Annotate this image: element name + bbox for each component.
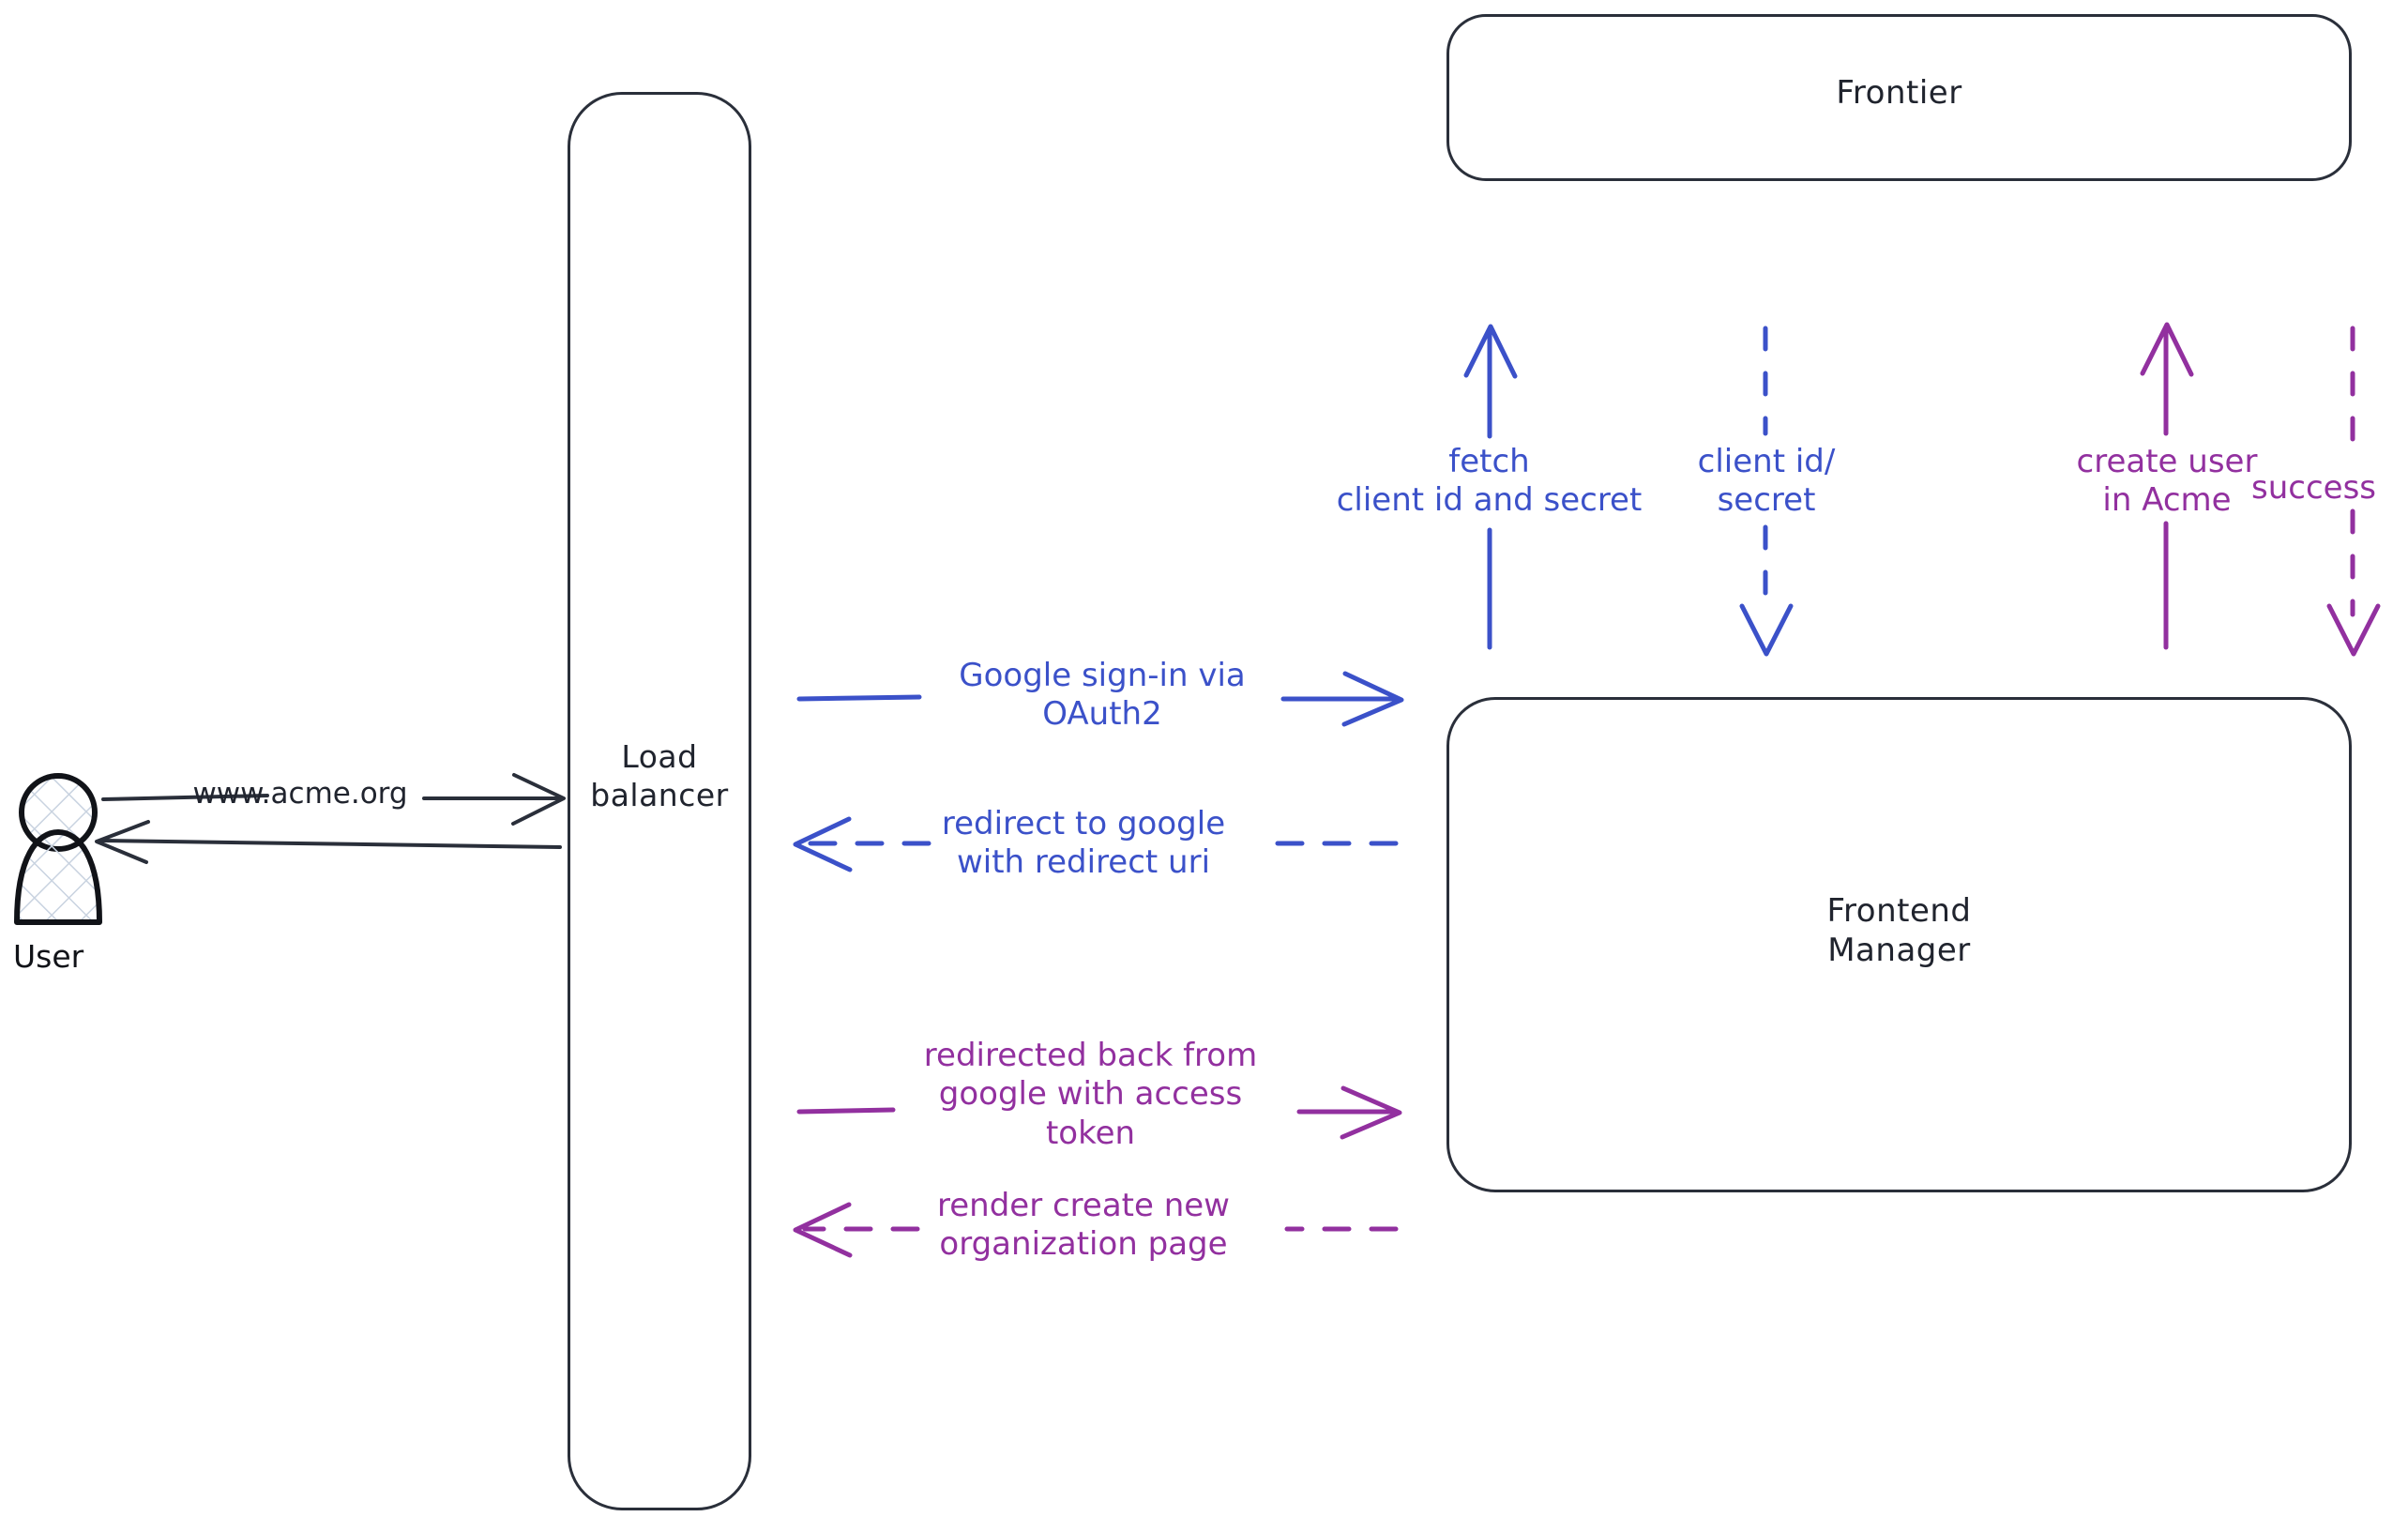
edge-fm-to-frontier-fetch — [1463, 324, 1518, 650]
node-load-balancer-label: Load balancer — [590, 737, 729, 813]
edge-fm-to-lb-redirect — [793, 816, 1399, 872]
edge-frontier-to-fm-success — [2326, 326, 2381, 657]
edge-lb-to-fm-signin — [796, 671, 1404, 727]
edge-lb-to-fm-token — [796, 1085, 1402, 1140]
edge-fm-to-frontier-create — [2140, 322, 2194, 650]
node-frontend-manager[interactable]: Frontend Manager — [1446, 697, 2352, 1192]
actor-user-label: User — [13, 938, 84, 975]
user-avatar-icon — [14, 773, 102, 925]
node-frontier[interactable]: Frontier — [1446, 14, 2352, 181]
edge-lb-to-user — [95, 820, 562, 864]
node-frontier-label: Frontier — [1836, 73, 1962, 112]
edge-frontier-to-fm-creds — [1739, 326, 1794, 657]
edge-fm-to-lb-render — [793, 1202, 1399, 1258]
edge-user-to-lb — [101, 773, 566, 826]
node-frontend-manager-label: Frontend Manager — [1826, 891, 1972, 970]
node-load-balancer[interactable]: Load balancer — [568, 92, 751, 1510]
